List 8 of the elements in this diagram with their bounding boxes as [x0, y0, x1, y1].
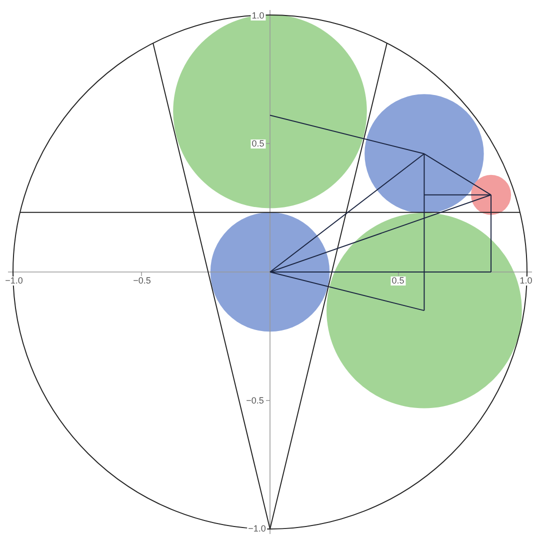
tick-label: 0.5: [390, 276, 406, 286]
tick-label: 1.0: [250, 12, 266, 20]
tick-label: −1.0: [4, 276, 24, 286]
tick-label: −0.5: [132, 276, 152, 286]
tick-label: 0.5: [250, 140, 266, 148]
tick-label: 1.0: [518, 276, 534, 286]
tick-label: −1.0: [247, 524, 267, 534]
tick-label: −0.5: [245, 396, 265, 406]
